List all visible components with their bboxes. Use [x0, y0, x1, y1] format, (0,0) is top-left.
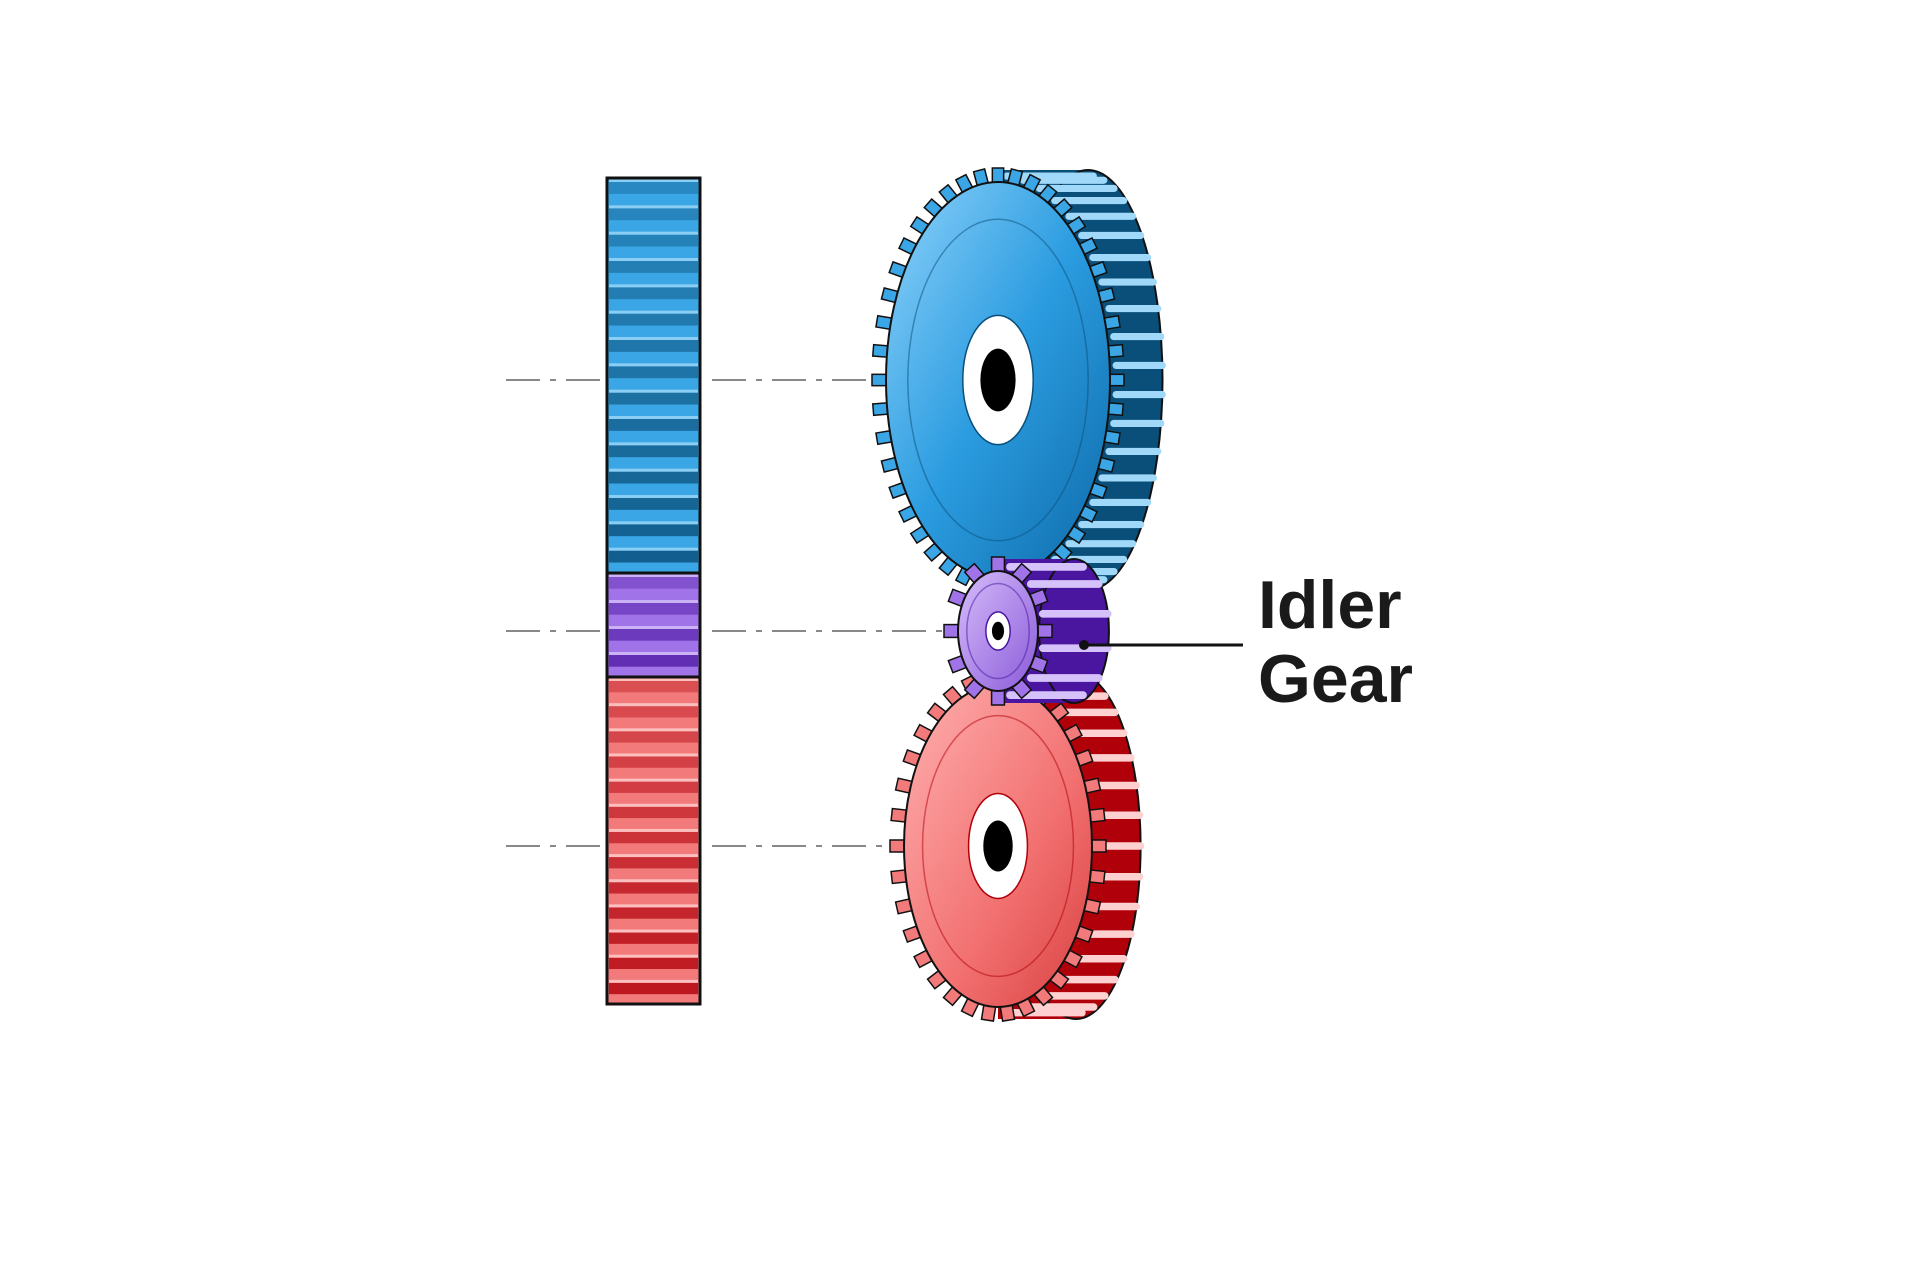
- bar-stripe: [609, 982, 698, 995]
- bar-highlight: [609, 284, 698, 288]
- bar-stripe: [609, 629, 698, 641]
- gear-bore: [983, 820, 1013, 872]
- bar-stripe: [609, 857, 698, 869]
- label-line-1: Idler: [1258, 567, 1402, 643]
- bar-highlight: [609, 778, 698, 782]
- bar-highlight: [609, 547, 698, 551]
- bar-stripe: [609, 731, 698, 743]
- label-line-2: Gear: [1258, 641, 1413, 717]
- bar-highlight: [609, 753, 698, 757]
- bar-stripe: [609, 806, 698, 819]
- bar-stripe: [609, 577, 698, 589]
- bar-highlight: [609, 416, 698, 419]
- bar-highlight: [609, 205, 698, 209]
- bar-highlight: [609, 363, 698, 367]
- bar-stripe: [609, 498, 698, 510]
- bar-stripe: [609, 957, 698, 970]
- bar-outline: [605, 176, 702, 1006]
- gear-face-ring: [907, 218, 1089, 542]
- gear-bore: [991, 621, 1005, 641]
- bar-highlight: [609, 728, 698, 732]
- gear-bore: [980, 348, 1016, 412]
- bar-highlight: [609, 179, 698, 182]
- bar-highlight: [609, 574, 698, 577]
- idler-gear-label: Idler Gear: [1258, 568, 1413, 716]
- bar-stripe: [609, 681, 698, 693]
- gears: [871, 167, 1166, 1022]
- bar-stripe: [609, 471, 698, 484]
- gear-face-ring: [966, 582, 1030, 680]
- bar-highlight: [609, 442, 698, 446]
- bar-highlight: [609, 678, 698, 681]
- bar-highlight: [609, 929, 698, 933]
- bar-stripe: [609, 366, 698, 379]
- bar-stripe: [609, 340, 698, 352]
- idler-gear: [943, 556, 1112, 706]
- bar-stripe: [609, 182, 698, 194]
- bar-stripe: [609, 603, 698, 615]
- bar-stripe: [609, 234, 698, 247]
- bar-stripe: [609, 907, 698, 919]
- bar-highlight: [609, 600, 698, 603]
- bar-highlight: [609, 389, 698, 393]
- bar-highlight: [609, 703, 698, 707]
- driven-gear: [889, 670, 1145, 1022]
- bar-stripe: [609, 932, 698, 944]
- bar-highlight: [609, 828, 698, 832]
- bar-stripe: [609, 550, 698, 563]
- bar-stripe: [609, 287, 698, 300]
- center-lines: [506, 379, 990, 847]
- bar-stripe: [609, 882, 698, 894]
- bar-highlight: [609, 954, 698, 958]
- bar-stripe: [609, 261, 698, 273]
- bar-stripe: [609, 419, 698, 431]
- bar-stripe: [609, 655, 698, 667]
- bar-stripe: [609, 445, 698, 458]
- bar-highlight: [609, 258, 698, 261]
- bar-highlight: [609, 904, 698, 908]
- bar-highlight: [609, 626, 698, 629]
- bar-highlight: [609, 337, 698, 340]
- bar-highlight: [609, 468, 698, 472]
- bar-stripe: [609, 313, 698, 326]
- bar-highlight: [609, 495, 698, 498]
- gear-face-ring: [921, 714, 1075, 978]
- driver-gear: [871, 167, 1166, 593]
- bar-stripe: [609, 524, 698, 537]
- leader-dot: [1079, 640, 1089, 650]
- bar-stripe: [609, 208, 698, 221]
- bar-highlight: [609, 310, 698, 314]
- bar-stripe: [609, 781, 698, 793]
- bar-highlight: [609, 521, 698, 525]
- bar-stripe: [609, 756, 698, 768]
- bar-stripe: [609, 831, 698, 844]
- bar-highlight: [609, 854, 698, 858]
- bar-highlight: [609, 231, 698, 235]
- bar-highlight: [609, 803, 698, 807]
- bar-highlight: [609, 652, 698, 655]
- bar-highlight: [609, 979, 698, 983]
- bar-highlight: [609, 879, 698, 883]
- gear-side-view-bar: [605, 176, 702, 1006]
- bar-stripe: [609, 392, 698, 405]
- bar-stripe: [609, 706, 698, 718]
